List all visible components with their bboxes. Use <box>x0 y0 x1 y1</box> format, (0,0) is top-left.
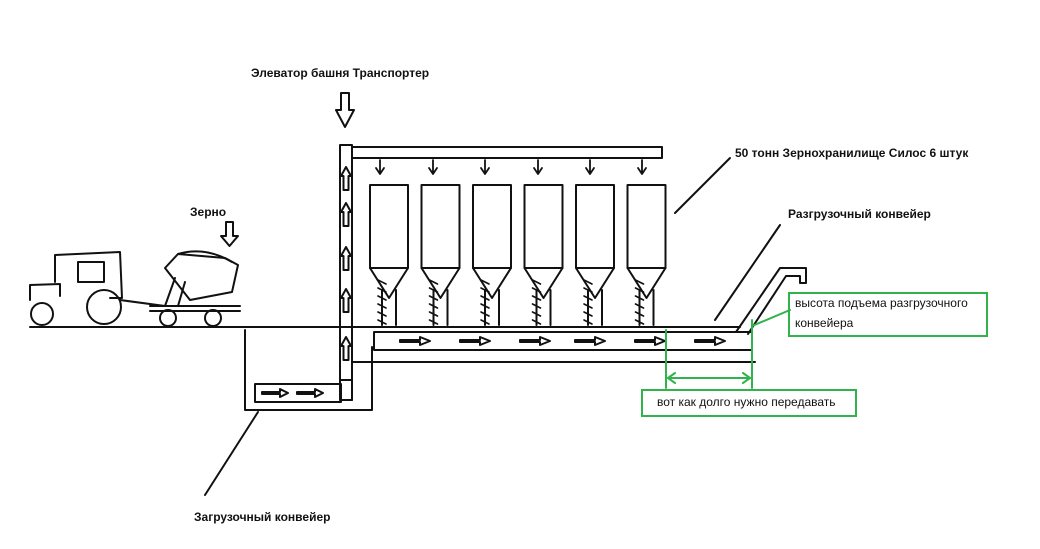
transfer-length-dimension <box>665 309 791 389</box>
elevator-tower <box>339 144 353 401</box>
silo-4 <box>523 184 564 326</box>
transfer-length-note: вот как долго нужно передавать <box>657 395 836 409</box>
silo-5 <box>575 184 615 326</box>
elevator-label: Элеватор башня Транспортер <box>251 66 430 80</box>
silo-2 <box>420 184 461 326</box>
silos-leader-line <box>674 157 731 214</box>
grain-label: Зерно <box>190 205 227 219</box>
silos-label: 50 тонн Зернохранилище Силос 6 штук <box>735 146 969 160</box>
inclined-unloading-conveyor <box>735 267 807 335</box>
silo-3 <box>472 184 512 326</box>
bottom-unloading-conveyor <box>373 331 753 351</box>
lift-height-note-line2: конвейера <box>795 316 854 330</box>
grain-down-arrow <box>220 221 239 247</box>
loading-conveyor-label: Загрузочный конвейер <box>194 510 331 524</box>
silo-6 <box>626 184 667 326</box>
top-transport-conveyor <box>351 146 663 159</box>
unloading-conveyor-label: Разгрузочный конвейер <box>788 207 931 221</box>
loading-pit <box>244 329 373 411</box>
silo-1 <box>369 184 409 326</box>
elevator-down-arrow <box>335 92 355 128</box>
transfer-length-note-box: вот как долго нужно передавать <box>641 389 857 417</box>
unloading-leader-line <box>714 224 781 321</box>
top-drop-arrows <box>375 159 647 175</box>
tractor <box>29 251 166 326</box>
silos-group <box>369 184 667 326</box>
dump-trailer <box>149 250 241 327</box>
loading-leader-line <box>204 411 259 496</box>
lift-height-note-box: высота подъема разгрузочного конвейера <box>788 292 988 337</box>
lift-height-note-line1: высота подъема разгрузочного <box>795 296 968 310</box>
